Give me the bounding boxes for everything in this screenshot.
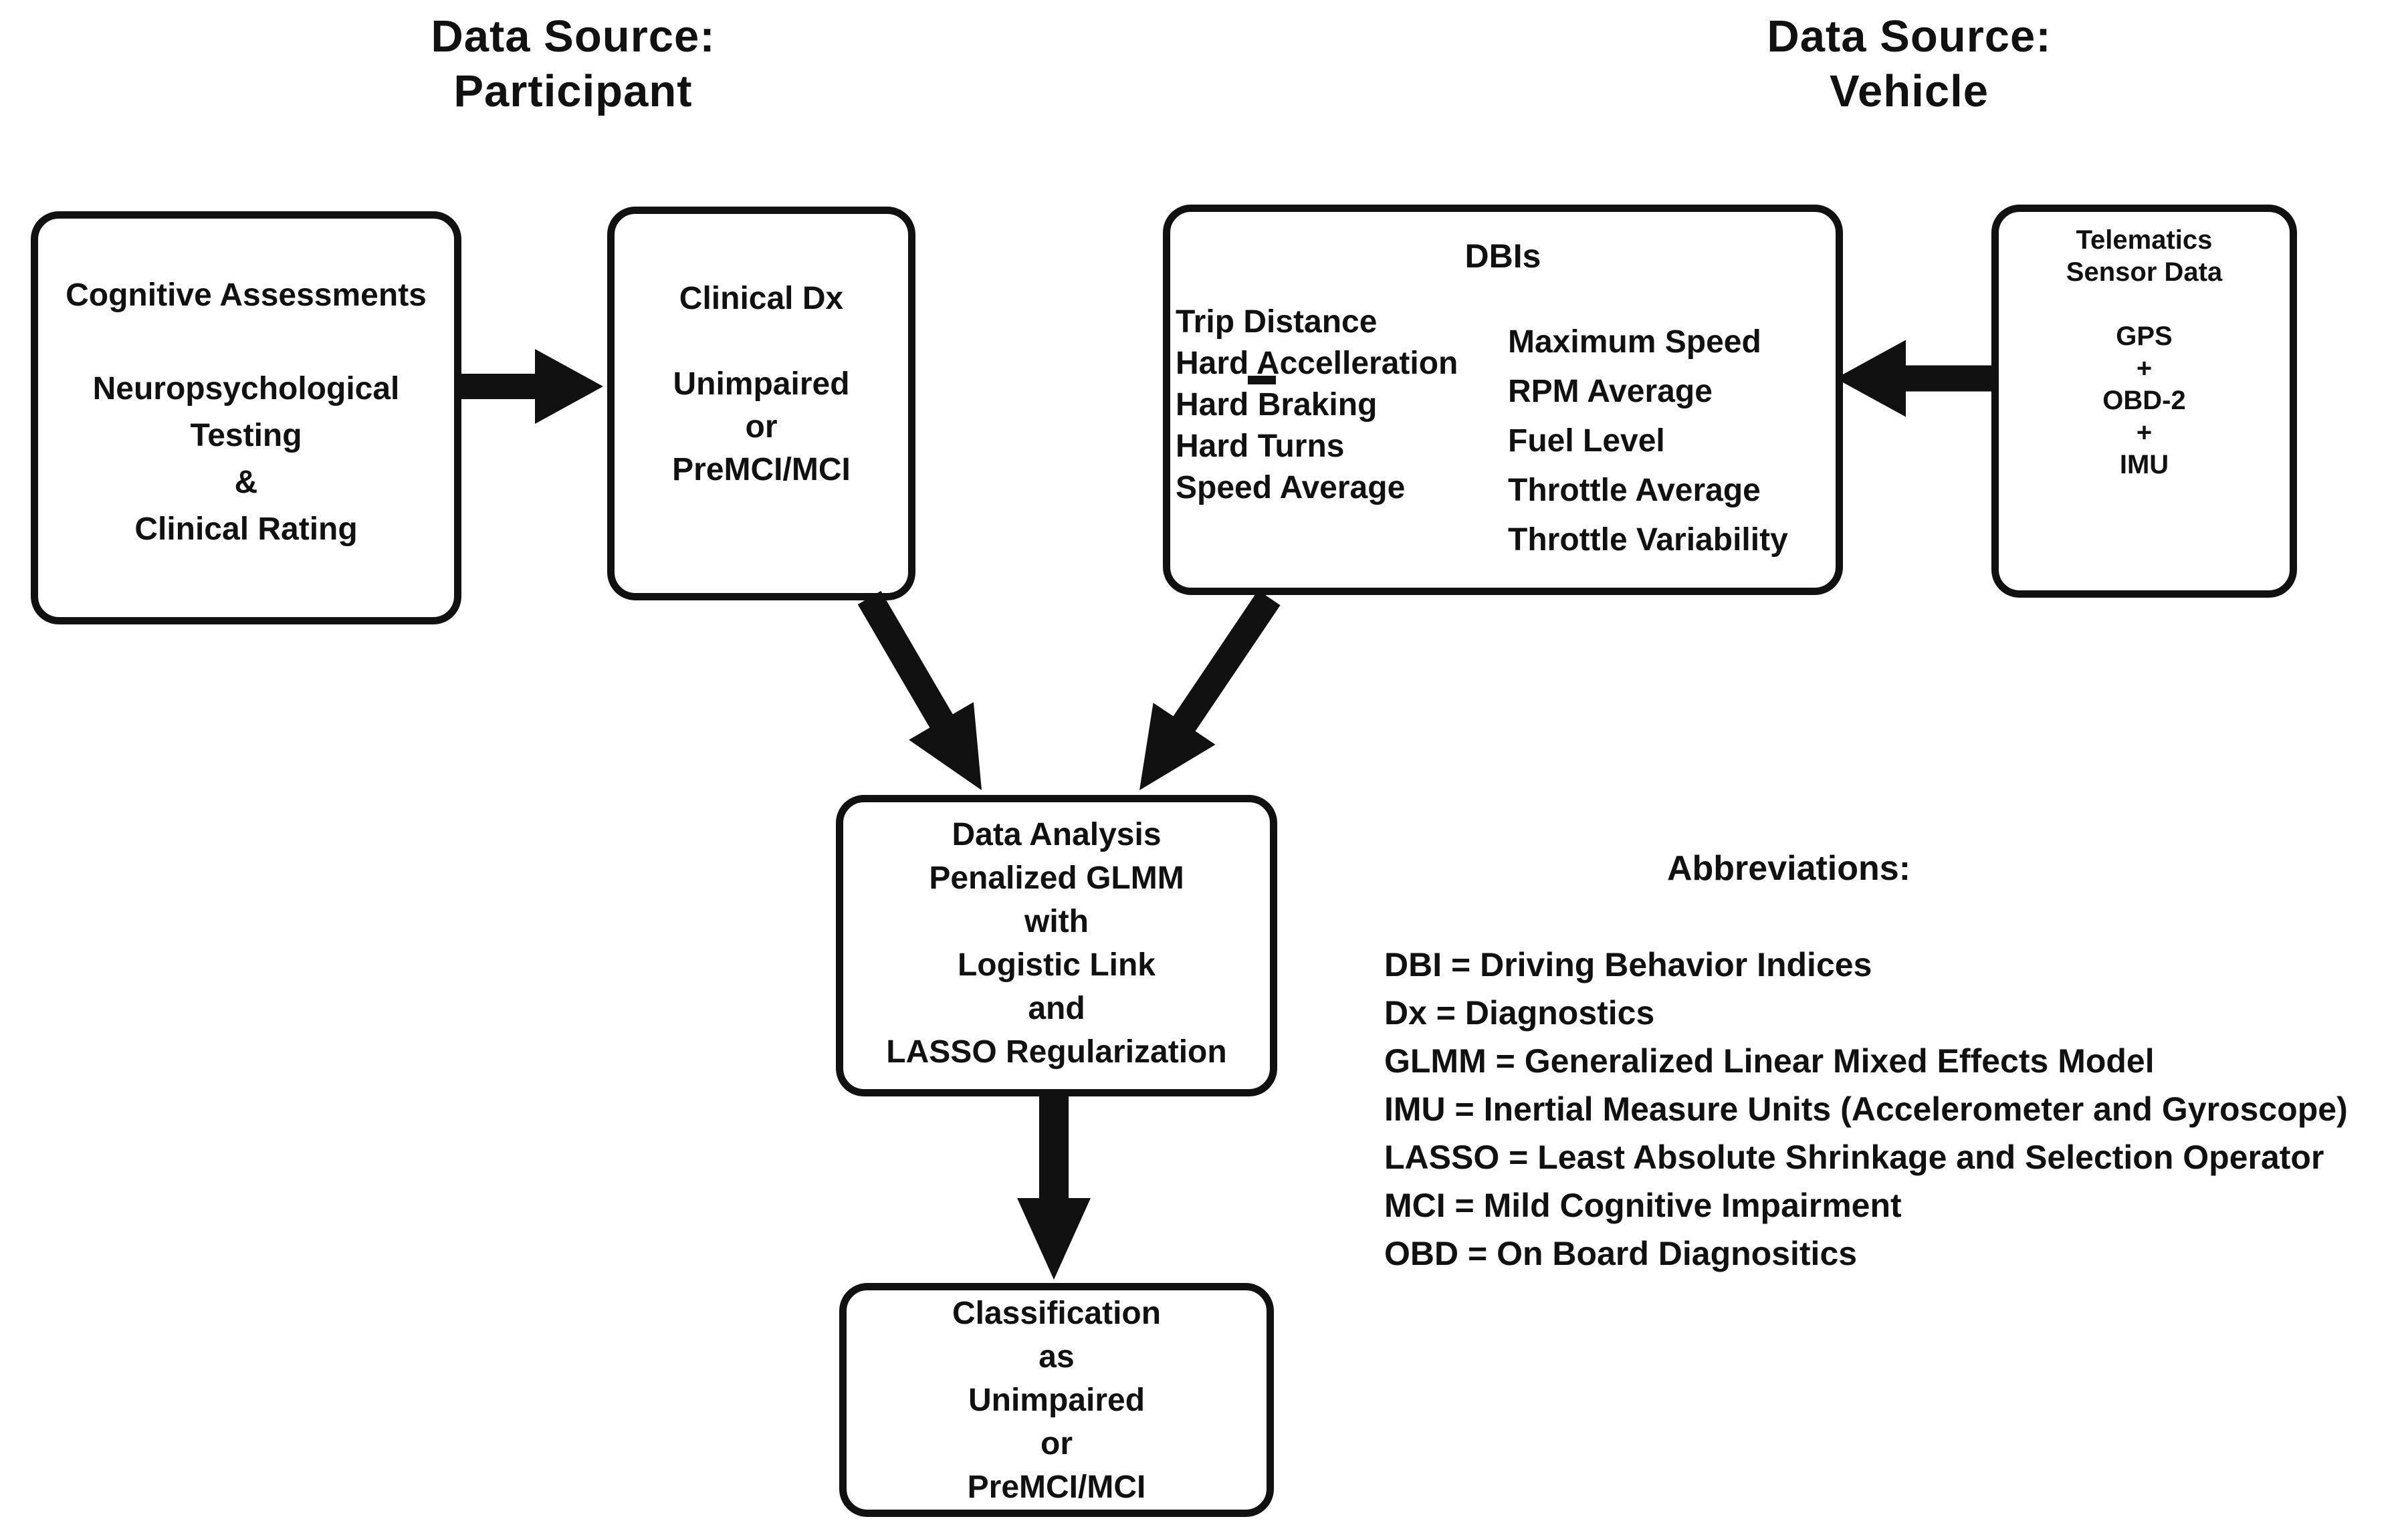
text-line: OBD-2 — [2102, 386, 2186, 415]
text-line: Testing — [190, 418, 302, 453]
text-line: Trip Distance — [1176, 304, 1378, 340]
text-line: Speed Average — [1176, 470, 1406, 505]
text-line: Hard Braking — [1176, 387, 1378, 423]
heading-line: Participant — [453, 66, 693, 116]
text-line — [2141, 288, 2148, 320]
text-line — [757, 320, 766, 363]
arrow-cognitive-to-clinical — [461, 349, 603, 424]
text-line: LASSO Regularization — [886, 1034, 1227, 1070]
box-cognitive-assessments: Cognitive Assessments Neuropsychological… — [31, 211, 461, 624]
text-line: Unimpaired — [673, 366, 850, 402]
text-line: Telematics — [2076, 225, 2213, 255]
text-line: Clinical Rating — [134, 511, 358, 547]
text-line: + — [2136, 354, 2153, 383]
text-line: MCI = Mild Cognitive Impairment — [1384, 1187, 1902, 1224]
text-line: + — [2136, 418, 2153, 447]
text-line: Penalized GLMM — [929, 860, 1184, 896]
heading-line: Data Source: — [1767, 11, 2052, 62]
text-line: & — [234, 465, 258, 500]
text-line: or — [745, 409, 778, 445]
abbreviations-title: Abbreviations: — [1666, 849, 1911, 888]
text-line: IMU — [2119, 450, 2169, 479]
text-line: as — [1038, 1339, 1075, 1375]
abbreviations-list: DBI = Driving Behavior Indices Dx = Diagn… — [1384, 941, 2348, 1278]
text-line: Sensor Data — [2066, 257, 2223, 287]
stray-dash-mark — [1248, 376, 1276, 384]
text-line: Hard Accelleration — [1176, 346, 1458, 381]
text-line: Classification — [952, 1296, 1162, 1331]
heading-data-source-participant: Data Source: Participant — [306, 9, 841, 119]
text-line: Fuel Level — [1508, 423, 1665, 459]
text-line: GPS — [2116, 322, 2173, 351]
text-line: Data Analysis — [952, 817, 1162, 852]
text-line: Maximum Speed — [1508, 324, 1761, 360]
heading-data-source-vehicle: Data Source: Vehicle — [1642, 9, 2177, 119]
text-line: OBD = On Board Diagnositics — [1384, 1235, 1858, 1272]
dbis-title: DBIs — [1464, 237, 1541, 275]
text-line: Cognitive Assessments — [66, 277, 427, 313]
text-line: Throttle Variability — [1508, 522, 1788, 558]
text-line: Clinical Dx — [679, 281, 844, 316]
text-line: LASSO = Least Absolute Shrinkage and Sel… — [1384, 1139, 2324, 1176]
text-line: IMU = Inertial Measure Units (Accelerome… — [1384, 1090, 2348, 1128]
arrow-analysis-to-classification — [1017, 1095, 1091, 1280]
text-line: Hard Turns — [1176, 429, 1345, 464]
arrow-dbis-to-analysis — [1139, 590, 1281, 790]
text-line: PreMCI/MCI — [672, 452, 851, 487]
arrow-clinical-to-analysis — [857, 590, 982, 790]
text-line: Logistic Link — [957, 947, 1156, 983]
text-line: and — [1028, 991, 1085, 1026]
text-line: DBI = Driving Behavior Indices — [1384, 946, 1872, 983]
text-line: with — [1024, 904, 1089, 939]
text-line: Unimpaired — [968, 1383, 1145, 1418]
heading-line: Vehicle — [1830, 66, 1989, 116]
text-line: Neuropsychological — [92, 371, 400, 406]
heading-line: Data Source: — [431, 11, 716, 62]
text-line: GLMM = Generalized Linear Mixed Effects … — [1384, 1042, 2155, 1080]
text-line: PreMCI/MCI — [967, 1469, 1146, 1505]
text-line: or — [1041, 1426, 1073, 1461]
text-line — [241, 319, 250, 366]
text-line: RPM Average — [1508, 374, 1713, 409]
arrow-telematics-to-dbis — [1836, 340, 1997, 417]
text-line: Dx = Diagnostics — [1384, 994, 1655, 1032]
text-line: Throttle Average — [1508, 473, 1761, 508]
